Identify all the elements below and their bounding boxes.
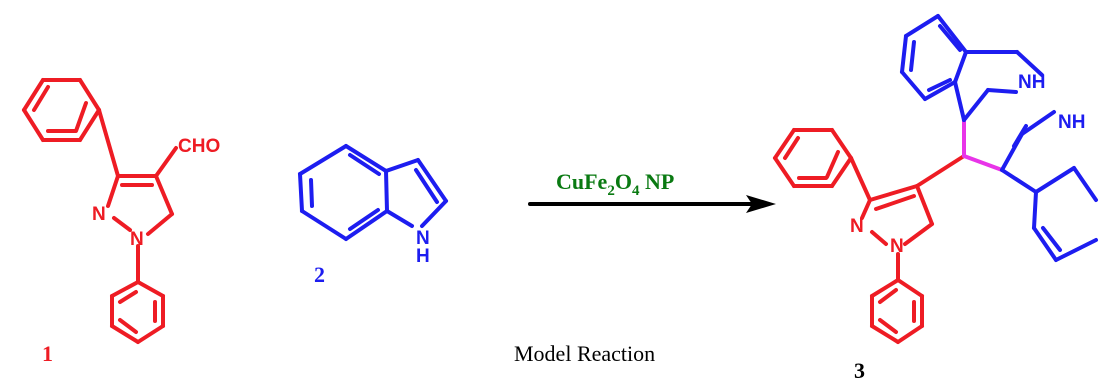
compound-3-n2-label: N <box>850 216 864 237</box>
indole-h-label: H <box>416 246 430 267</box>
compound-1-n2-label: N <box>92 204 106 225</box>
compound-3-number: 3 <box>854 358 865 382</box>
reaction-arrow <box>528 195 776 213</box>
indole-nh-top-label: NH <box>1018 72 1045 93</box>
compound-3-indole-top <box>900 14 1044 122</box>
compound-3-phenyl-bottom <box>870 278 924 344</box>
caption: Model Reaction <box>514 341 655 366</box>
compound-3-structure: NH NH N N <box>773 14 1098 344</box>
reagent-label: CuFe2O4 NP <box>556 169 674 199</box>
compound-3-n1-label: N <box>890 236 904 257</box>
compound-1-number: 1 <box>42 341 53 366</box>
compound-3-pyrazole <box>860 184 934 246</box>
compound-3-phenyl-left <box>773 128 853 188</box>
indole-n-label: N <box>416 228 430 249</box>
aldehyde-label: CHO <box>178 136 220 157</box>
indole-nh-right-label: NH <box>1058 112 1085 133</box>
compound-1-structure: CHO N N <box>22 78 220 344</box>
compound-3-indole-right <box>1000 110 1098 262</box>
compound-1-top-phenyl <box>22 78 101 142</box>
compound-1-pyrazole <box>106 174 174 236</box>
compound-1-bottom-phenyl <box>110 280 165 344</box>
compound-2-number: 2 <box>314 262 325 287</box>
compound-1-n1-label: N <box>130 229 144 250</box>
compound-2-structure: N H <box>298 144 448 267</box>
